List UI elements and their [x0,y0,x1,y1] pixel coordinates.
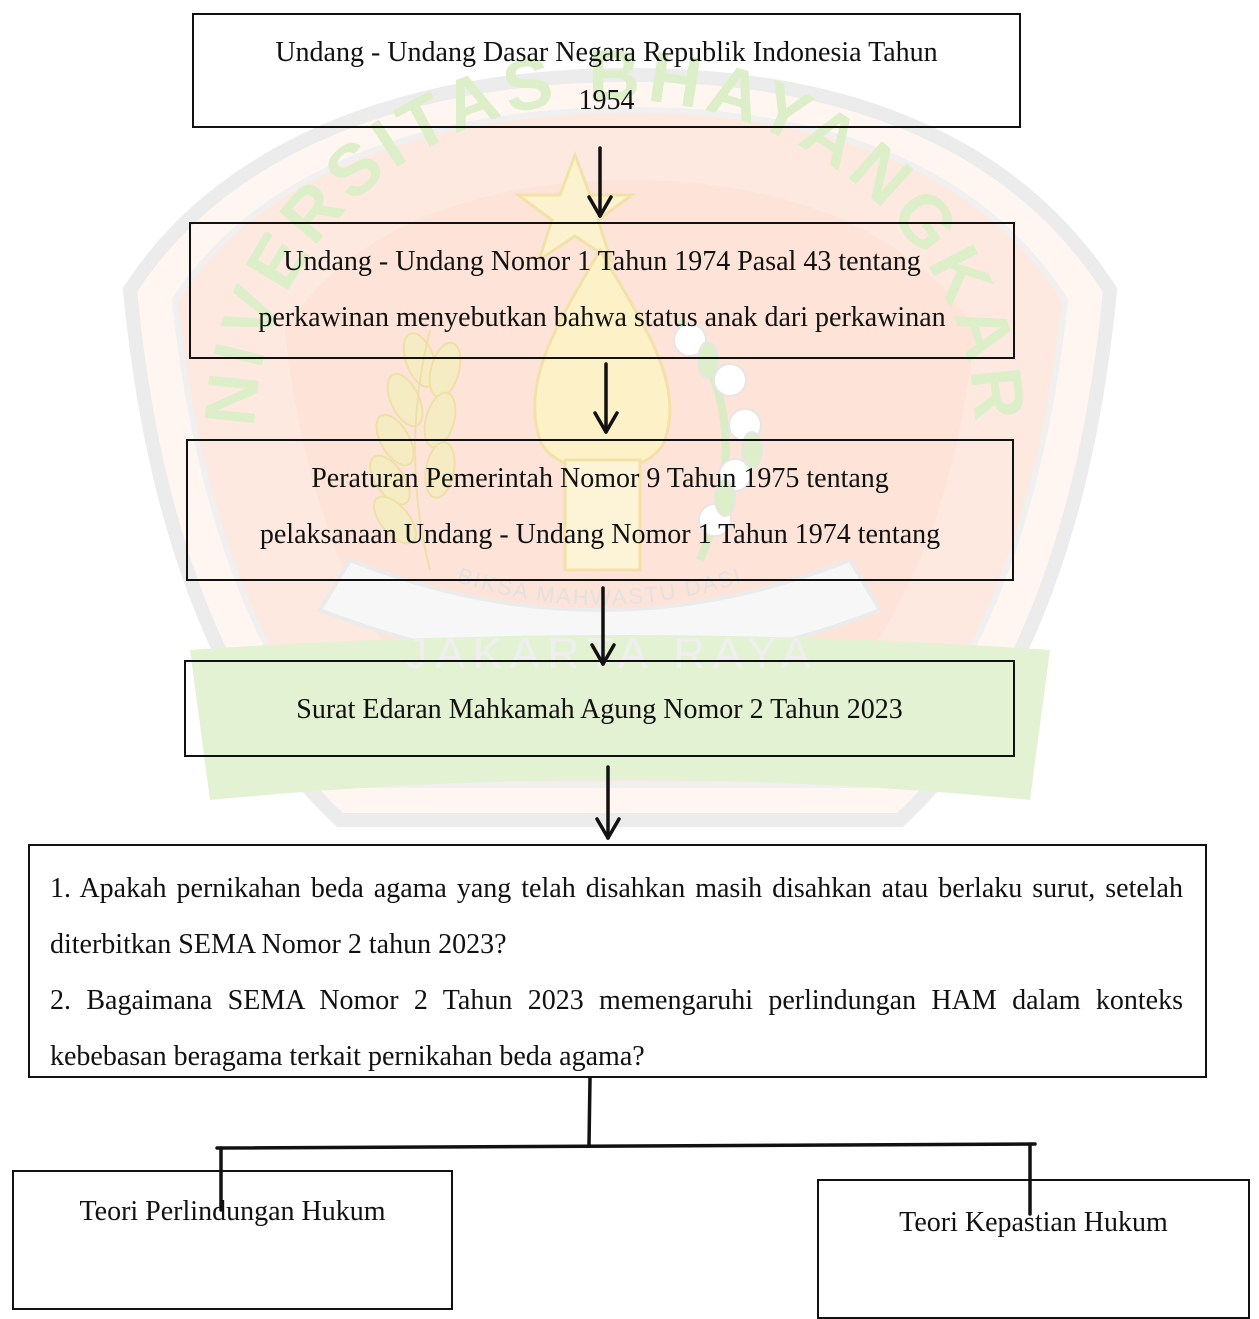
box-text-line: Peraturan Pemerintah Nomor 9 Tahun 1975 … [311,463,889,494]
theory-left-box: Teori Perlindungan Hukum [12,1170,453,1310]
sema-2-2023-box: Surat Edaran Mahkamah Agung Nomor 2 Tahu… [184,660,1015,757]
torch-icon [533,246,672,572]
pp-9-1975-box: Peraturan Pemerintah Nomor 9 Tahun 1975 … [186,439,1014,581]
research-question-1: 1. Apakah pernikahan beda agama yang tel… [50,873,1183,960]
box-text-line: perkawinan menyebutkan bahwa status anak… [258,302,946,333]
box-text-line: pelaksanaan Undang - Undang Nomor 1 Tahu… [259,519,941,550]
seal-green-banner [190,635,1050,800]
seal-star-icon [513,150,637,264]
cotton-icon [673,317,763,562]
uu-1-1974-box: Undang - Undang Nomor 1 Tahun 1974 Pasal… [189,222,1015,359]
box-text-line: Undang - Undang Dasar Negara Republik In… [275,37,938,68]
theory-right-label: Teori Kepastian Hukum [899,1207,1168,1238]
research-question-2: 2. Bagaimana SEMA Nomor 2 Tahun 2023 mem… [50,985,1183,1072]
theory-right-box: Teori Kepastian Hukum [817,1179,1250,1319]
research-questions-box: 1. Apakah pernikahan beda agama yang tel… [28,844,1207,1078]
uud-1945-box: Undang - Undang Dasar Negara Republik In… [192,13,1021,128]
theory-left-label: Teori Perlindungan Hukum [79,1196,386,1227]
box-text-line: 1954 [578,85,635,116]
box-text-line: Surat Edaran Mahkamah Agung Nomor 2 Tahu… [296,694,903,725]
box-text-line: Undang - Undang Nomor 1 Tahun 1974 Pasal… [283,246,921,277]
